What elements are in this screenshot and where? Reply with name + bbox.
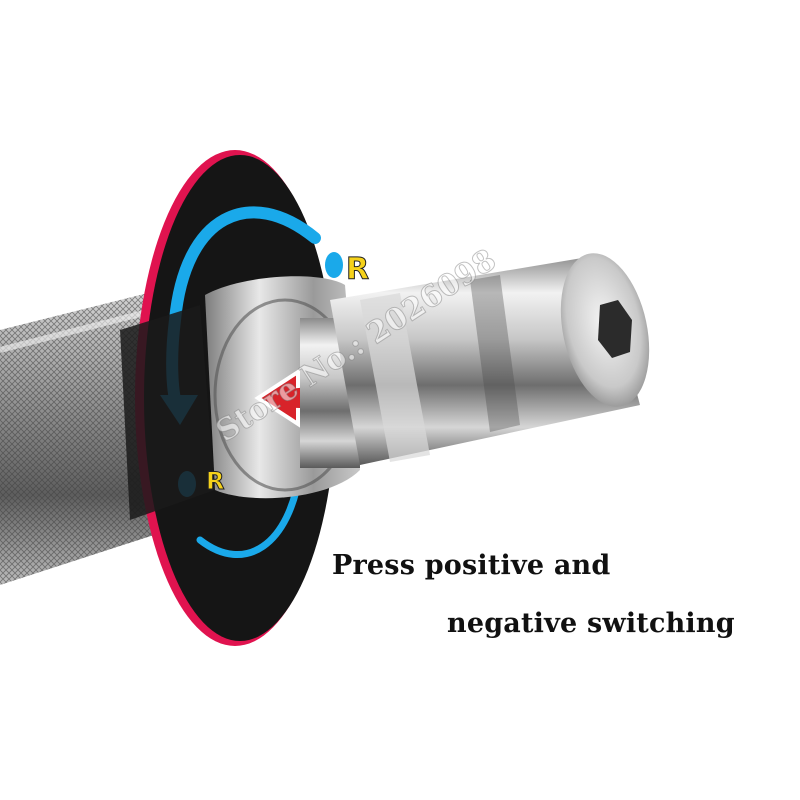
bottom-r-label: R xyxy=(205,467,225,496)
top-marker-dot xyxy=(325,252,343,278)
bit-socket xyxy=(300,253,650,468)
caption-line-2: negative switching xyxy=(447,608,735,639)
top-r-label: R xyxy=(345,252,370,288)
caption-line-1: Press positive and xyxy=(332,550,611,581)
hex-socket-hole xyxy=(598,300,632,358)
